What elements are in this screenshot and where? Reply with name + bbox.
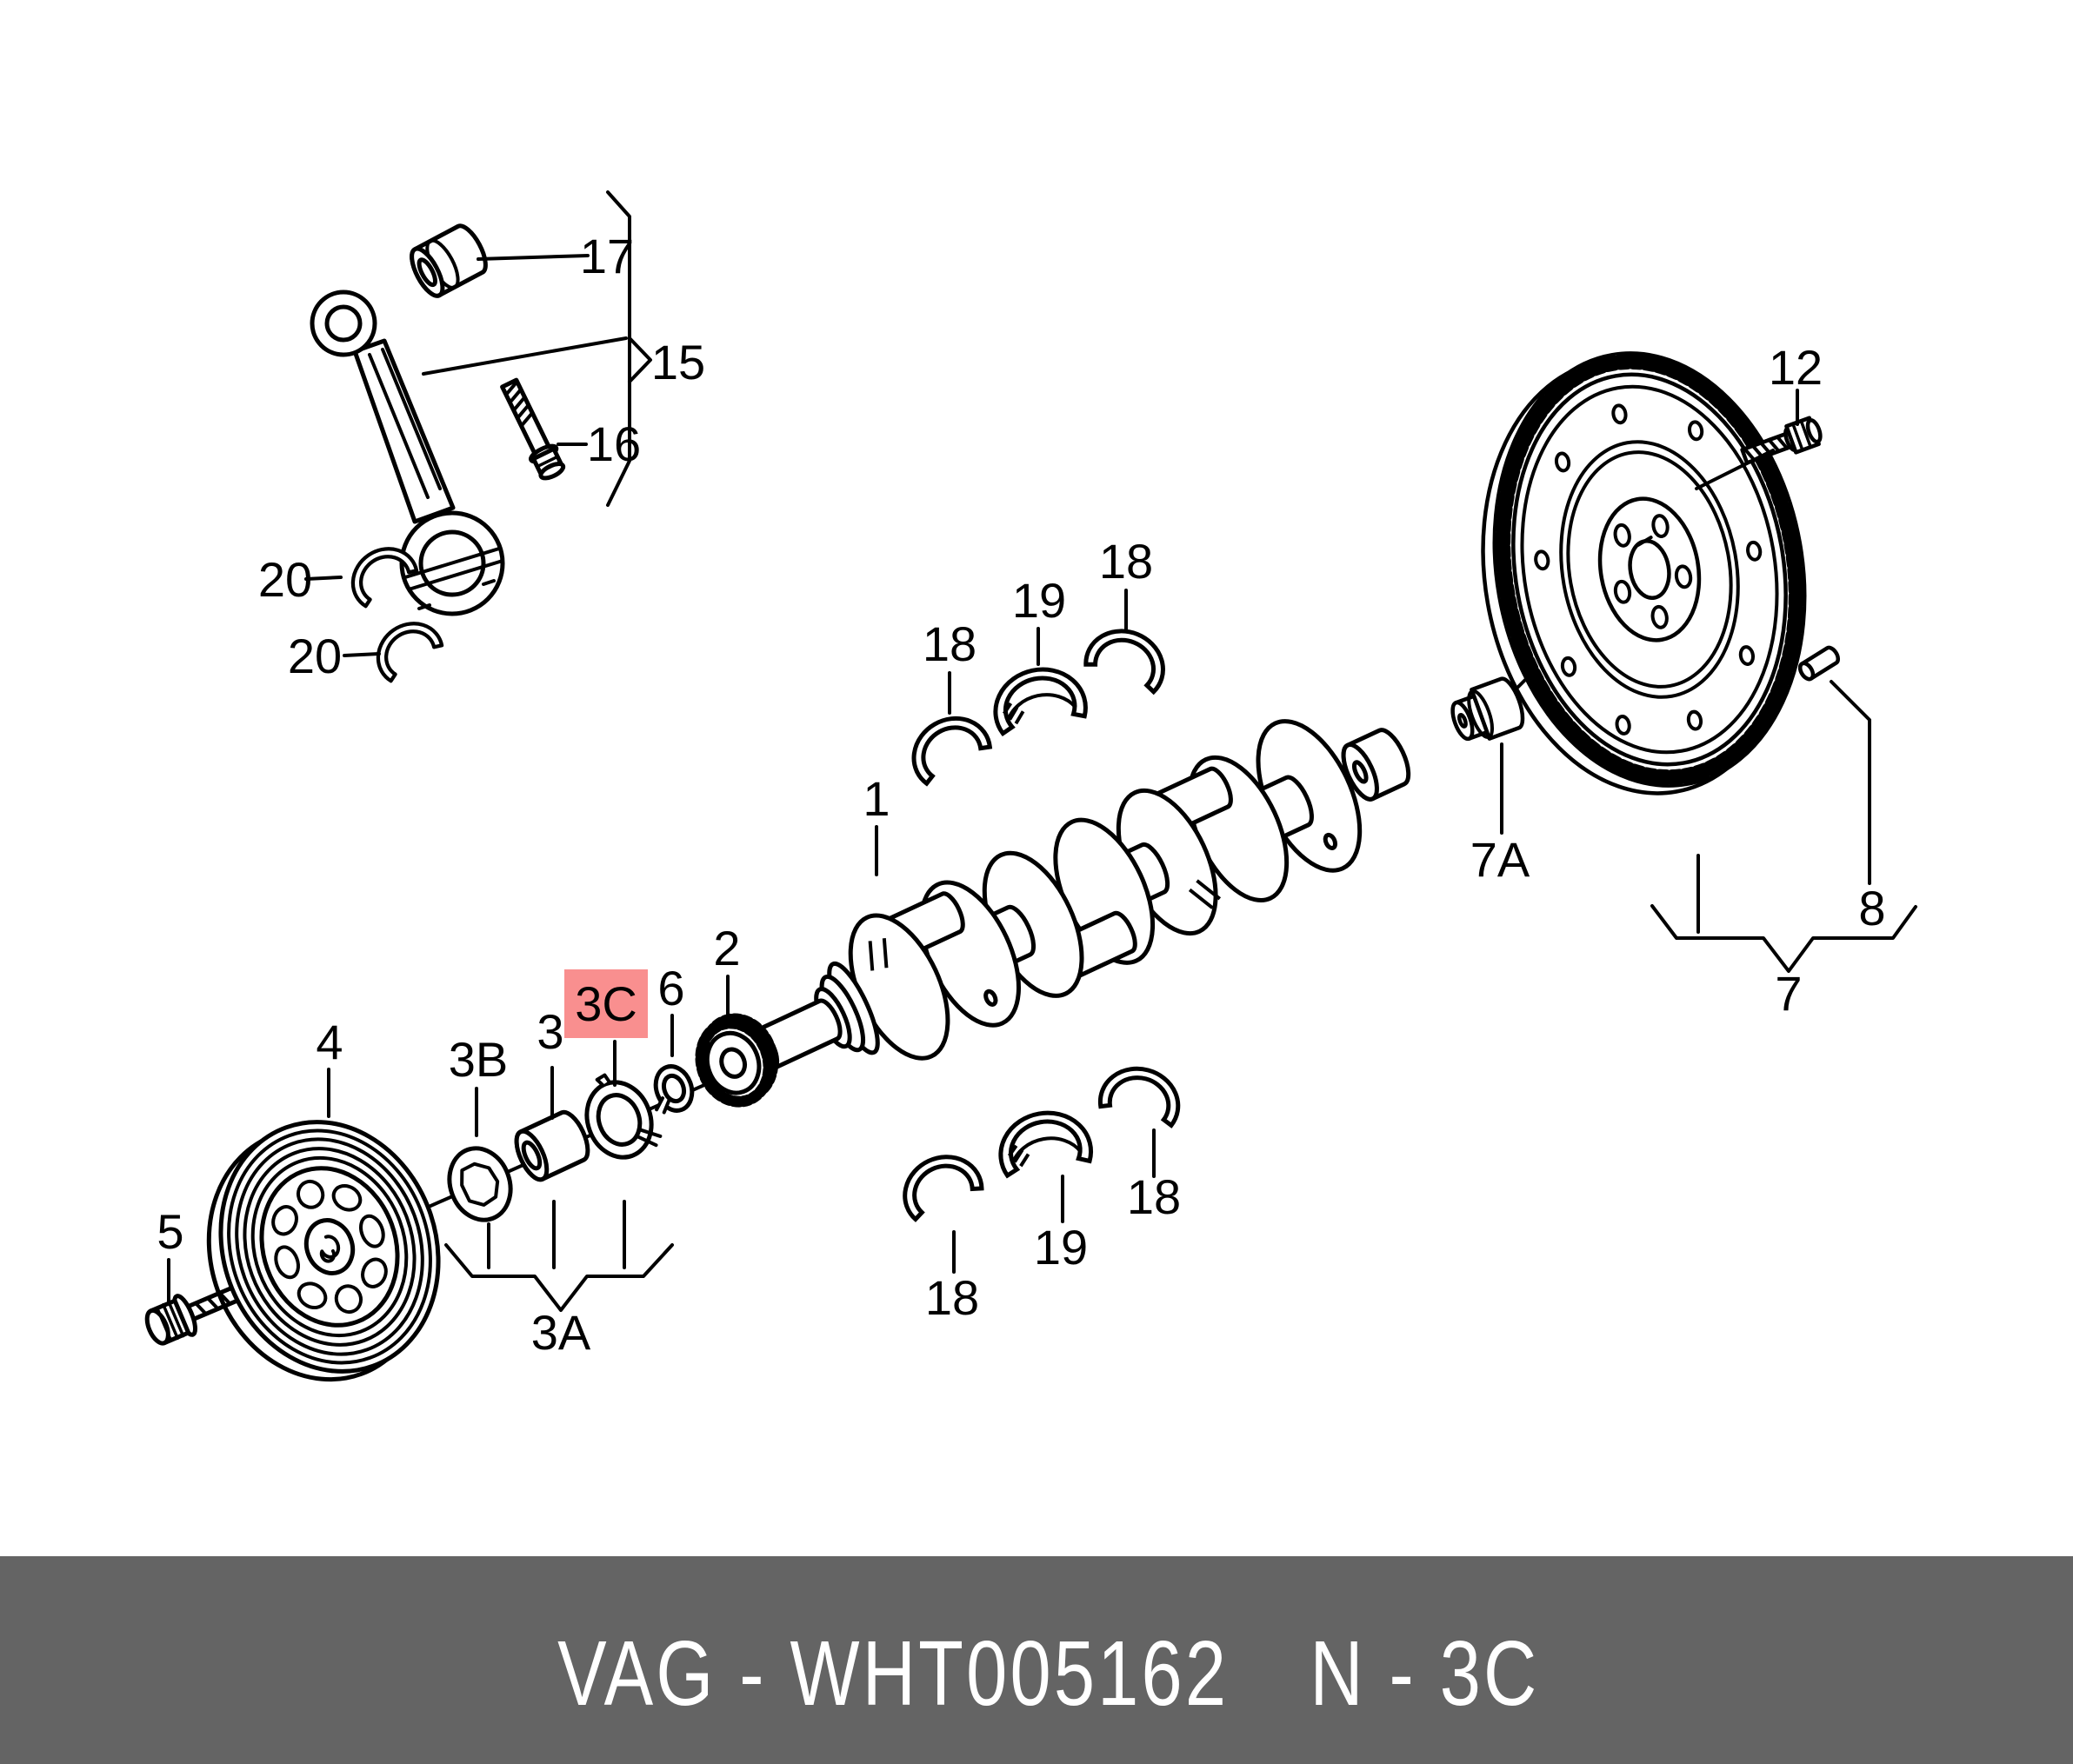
part-label-3a[interactable]: 3A xyxy=(531,1305,591,1360)
highlight-box-3c[interactable] xyxy=(564,969,648,1038)
crankshaft xyxy=(750,719,1411,1071)
part-label-12[interactable]: 12 xyxy=(1769,340,1823,395)
part-label-3c[interactable]: 3C xyxy=(575,976,637,1031)
part-label-16[interactable]: 16 xyxy=(587,416,641,471)
part-label-3[interactable]: 3 xyxy=(537,1004,563,1059)
thrust-washer-3b xyxy=(447,1146,513,1222)
main-bearing-shell xyxy=(1098,1060,1186,1126)
flywheel xyxy=(1481,351,1807,795)
bracket-7 xyxy=(1650,904,1917,973)
thrust-bearing-shell xyxy=(988,662,1088,735)
part-label-8[interactable]: 8 xyxy=(1858,881,1885,935)
washer-6 xyxy=(653,1064,695,1121)
part-label-4[interactable]: 4 xyxy=(316,1015,343,1069)
bracket-15 xyxy=(606,190,652,507)
leader-17 xyxy=(477,254,590,261)
part-label-1[interactable]: 1 xyxy=(863,771,890,826)
part-label-17[interactable]: 17 xyxy=(580,229,634,283)
spacer-sleeve-3 xyxy=(514,1109,590,1182)
pilot-bushing xyxy=(1450,676,1525,742)
connecting-rod-shaft xyxy=(352,338,456,524)
leader-lines xyxy=(167,190,1917,1312)
flywheel-lug-holes xyxy=(1613,514,1693,629)
footer-ref-code: N - 3C xyxy=(1310,1622,1539,1725)
crankshaft-pulley xyxy=(206,1120,441,1382)
leader-12-diagonal xyxy=(1695,449,1775,490)
leader-20b xyxy=(343,652,381,657)
part-label-6[interactable]: 6 xyxy=(657,961,684,1015)
part-label-19b[interactable]: 19 xyxy=(1034,1220,1088,1275)
footer-part-number: VAG - WHT005162 xyxy=(557,1622,1229,1725)
part-label-18c[interactable]: 18 xyxy=(925,1270,979,1325)
part-label-7[interactable]: 7 xyxy=(1775,966,1802,1021)
part-label-2[interactable]: 2 xyxy=(713,921,740,975)
part-label-3b[interactable]: 3B xyxy=(449,1032,509,1087)
main-bearing-shell xyxy=(1083,620,1174,693)
flywheel-group xyxy=(1450,351,1840,795)
flywheel-bolt xyxy=(1740,416,1823,465)
leader-8 xyxy=(1830,680,1871,885)
part-label-20b[interactable]: 20 xyxy=(288,629,342,683)
part-label-15[interactable]: 15 xyxy=(651,335,705,389)
part-label-19a[interactable]: 19 xyxy=(1012,573,1066,628)
main-bearing-shell xyxy=(893,1144,984,1220)
part-label-18b[interactable]: 18 xyxy=(1099,534,1153,589)
pulley-lightening-holes xyxy=(271,1179,388,1315)
part-label-7a[interactable]: 7A xyxy=(1470,832,1530,887)
connecting-rod-bolt xyxy=(500,377,566,481)
flywheel-bolt-holes xyxy=(1534,403,1763,736)
piston-pin-bushing xyxy=(410,223,488,298)
footer-bar: VAG - WHT005162 N - 3C xyxy=(0,1556,2073,1764)
bracket-3a xyxy=(444,1243,674,1312)
part-label-20a[interactable]: 20 xyxy=(258,552,312,607)
connecting-rod-group xyxy=(310,223,566,682)
leader-20a xyxy=(304,576,343,581)
footer-background xyxy=(0,1556,2073,1764)
leader-15-horizontal xyxy=(422,336,628,376)
thrust-bearing-shell xyxy=(995,1106,1093,1176)
split-ring-3c xyxy=(584,1073,663,1160)
dowel-pin xyxy=(1797,645,1840,682)
part-label-18a[interactable]: 18 xyxy=(923,616,977,671)
main-bearing-shell xyxy=(901,705,992,785)
rod-bearing-shell-lower xyxy=(366,611,443,682)
part-label-5[interactable]: 5 xyxy=(157,1204,183,1259)
crank-sprocket xyxy=(695,1013,779,1108)
pulley-assembly xyxy=(144,1013,779,1382)
flywheel-ring-gear xyxy=(1495,353,1804,786)
part-label-18d[interactable]: 18 xyxy=(1127,1169,1181,1224)
